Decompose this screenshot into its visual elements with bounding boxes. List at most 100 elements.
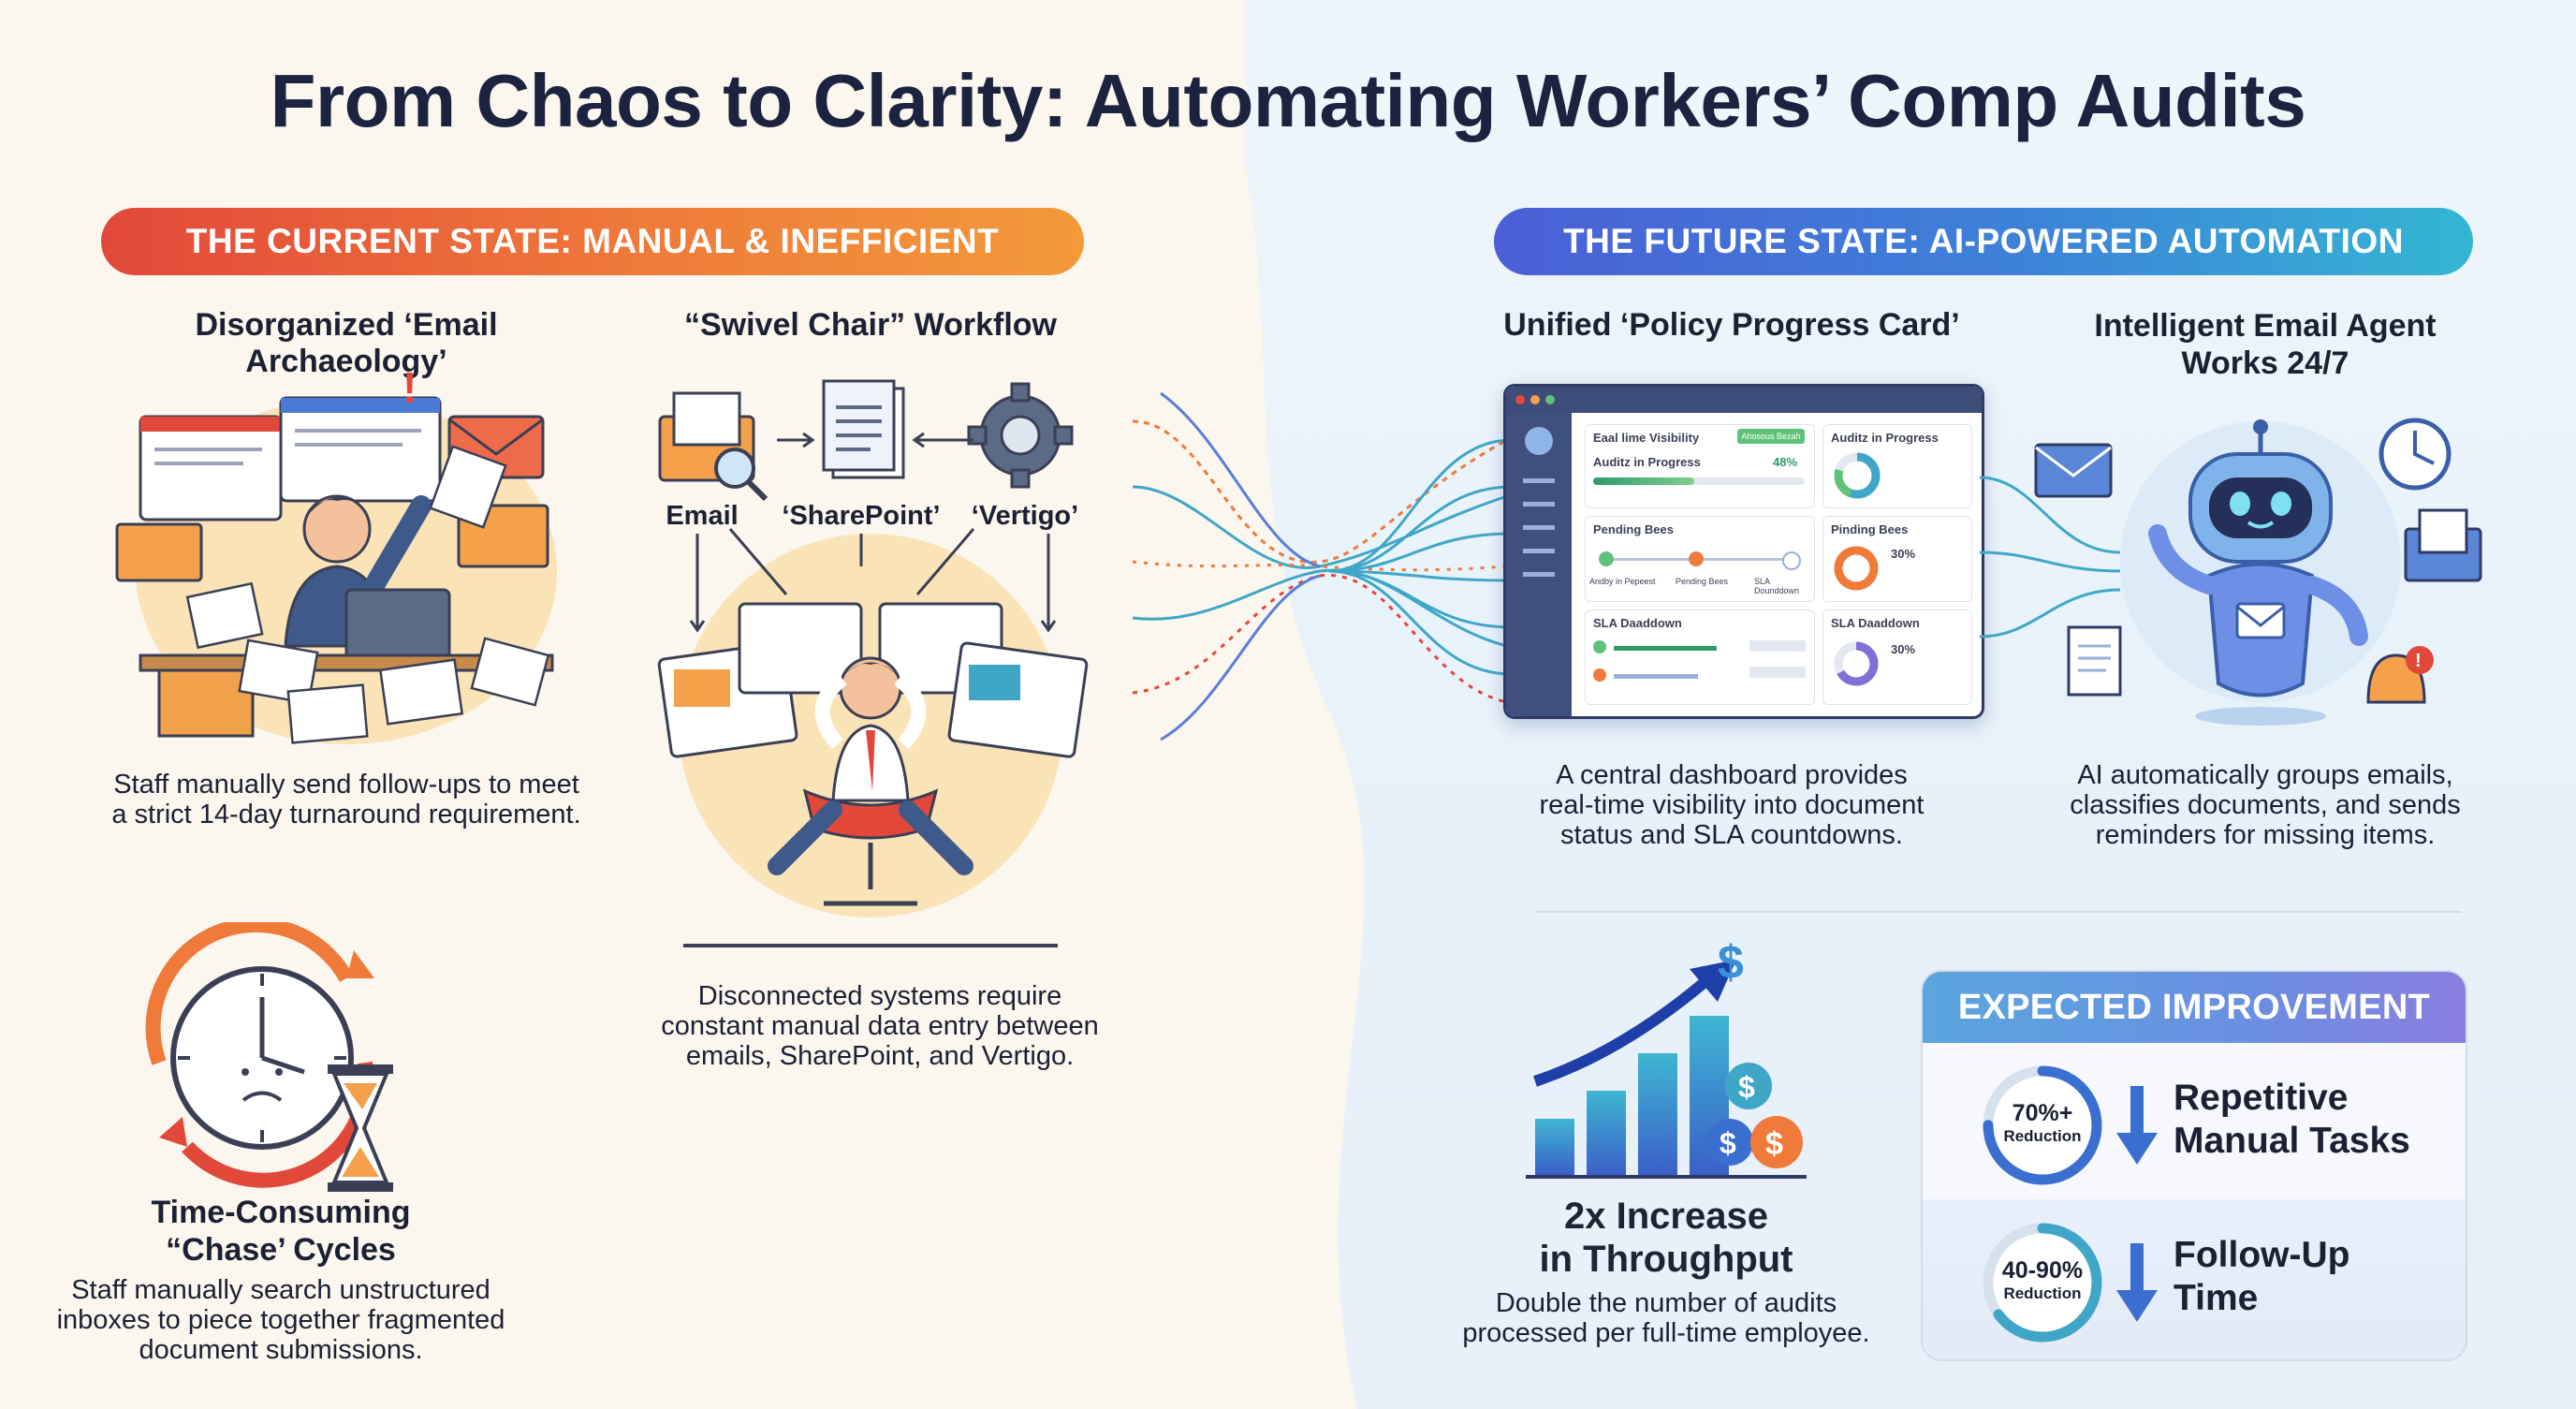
growth-bar xyxy=(1638,1053,1677,1175)
sla-bar xyxy=(1749,640,1806,652)
heading-line: Works 24/7 xyxy=(2181,345,2349,381)
sla-bar xyxy=(1614,674,1698,679)
pending-donut-panel: Pinding Bees 30% xyxy=(1822,516,1972,602)
email-archaeology-heading: Disorganized ‘Email Archaeology’ xyxy=(195,307,498,379)
coin-icon: $ xyxy=(1750,1116,1803,1168)
progress-fill xyxy=(1593,477,1695,485)
progress-track xyxy=(1593,477,1805,485)
reduction-value: 70%+ xyxy=(2012,1100,2073,1126)
vertigo-label: ‘Vertigo’ xyxy=(971,501,1079,531)
description-line: document submissions. xyxy=(139,1335,423,1365)
clock-icon xyxy=(2378,418,2452,491)
heading-line: Intelligent Email Agent xyxy=(2094,308,2437,344)
sidebar-item[interactable] xyxy=(1523,525,1555,530)
reduction-sub-label: Reduction xyxy=(2003,1127,2082,1145)
down-arrow-icon xyxy=(2116,1243,2158,1322)
improvement-label: Repetitive Manual Tasks xyxy=(2174,1077,2454,1163)
email-envelope-icon xyxy=(658,391,768,502)
throughput-chart-illustration: $ $ $ $ xyxy=(1526,941,1807,1179)
svg-text:!: ! xyxy=(2415,651,2422,671)
expected-improvement-card: EXPECTED IMPROVEMENT 70%+ Reduction Repe… xyxy=(1921,970,2467,1361)
description-line: Staff manually send follow-ups to meet xyxy=(113,770,579,800)
swivel-chair-heading: “Swivel Chair” Workflow xyxy=(683,307,1057,343)
donut-chart xyxy=(1834,546,1879,591)
coin-icon: $ xyxy=(1706,1119,1753,1166)
chase-cycles-description: Staff manually search unstructured inbox… xyxy=(47,1275,515,1365)
description-line: Staff manually search unstructured xyxy=(71,1275,490,1305)
expected-improvement-title: EXPECTED IMPROVEMENT xyxy=(1923,972,2466,1043)
audits-donut-panel: Auditz in Progress xyxy=(1822,424,1972,508)
panel-title: SLA Daaddown xyxy=(1831,616,1920,630)
heading-line: “Chase’ Cycles xyxy=(166,1232,396,1268)
sla-donut-panel: SLA Daaddown 30% xyxy=(1822,609,1972,705)
panel-row-label: Auditz in Progress xyxy=(1593,455,1701,469)
pending-steps-panel: Pending Bees Andby in Pepeest Pending Be… xyxy=(1585,516,1815,602)
sharepoint-document-icon xyxy=(822,379,905,479)
dashboard-titlebar xyxy=(1506,387,1982,413)
overwhelmed-worker-illustration: ! xyxy=(115,365,557,744)
sidebar-item[interactable] xyxy=(1523,549,1555,553)
heading-line: 2x Increase xyxy=(1564,1196,1768,1237)
donut-chart xyxy=(1834,452,1881,499)
svg-text:$: $ xyxy=(1718,941,1744,989)
mail-document-icon xyxy=(2404,508,2482,582)
sidebar-item[interactable] xyxy=(1523,572,1555,577)
window-minimize-dot[interactable] xyxy=(1530,395,1540,404)
email-archaeology-description: Staff manually send follow-ups to meet a… xyxy=(84,770,608,829)
current-state-banner: THE CURRENT STATE: MANUAL & INEFFICIENT xyxy=(101,208,1084,275)
reduction-sub-label: Reduction xyxy=(2003,1284,2082,1302)
step-dot xyxy=(1782,551,1801,570)
panel-title: Auditz in Progress xyxy=(1831,431,1939,445)
step-label: Pending Bees xyxy=(1676,577,1729,586)
description-line: constant manual data entry between xyxy=(661,1011,1099,1041)
description-line: reminders for missing items. xyxy=(2095,820,2436,850)
dashboard-sidebar xyxy=(1506,413,1572,716)
status-dot xyxy=(1593,668,1606,682)
sla-bar xyxy=(1614,646,1717,651)
hourglass-icon xyxy=(328,1064,393,1192)
description-line: real-time visibility into document xyxy=(1539,790,1925,820)
swivel-chair-illustration xyxy=(657,379,1089,947)
description-line: Double the number of audits xyxy=(1495,1288,1837,1318)
coin-icon: $ xyxy=(1725,1063,1772,1109)
description-line: AI automatically groups emails, xyxy=(2077,760,2453,790)
sla-bar xyxy=(1749,667,1806,678)
panel-percent: 30% xyxy=(1891,642,1916,656)
window-maximize-dot[interactable] xyxy=(1545,395,1555,404)
throughput-description: Double the number of audits processed pe… xyxy=(1432,1288,1900,1348)
envelope-icon xyxy=(2235,602,2286,639)
reduction-value: 40-90% xyxy=(2001,1257,2084,1284)
panel-title: Eaal lime Visibility xyxy=(1593,431,1700,445)
panel-title: SLA Daaddown xyxy=(1593,616,1682,630)
avatar[interactable] xyxy=(1525,427,1553,455)
sidebar-item[interactable] xyxy=(1523,478,1555,483)
description-line: classifies documents, and sends xyxy=(2070,790,2461,820)
status-badge: Ahosous Bezah xyxy=(1737,429,1805,444)
incoming-arrows xyxy=(1329,438,1513,676)
description-line: status and SLA countdowns. xyxy=(1560,820,1903,850)
robot-agent-illustration: ! xyxy=(1980,418,2482,726)
window-close-dot[interactable] xyxy=(1515,395,1525,404)
step-label: SLA Dounddown xyxy=(1754,577,1800,595)
status-dot xyxy=(1593,640,1606,653)
growth-bar xyxy=(1535,1119,1574,1175)
mail-icon xyxy=(2034,443,2113,498)
future-state-banner: THE FUTURE STATE: AI-POWERED AUTOMATION xyxy=(1494,208,2473,275)
description-line: inboxes to piece together fragmented xyxy=(56,1305,505,1335)
growth-bar xyxy=(1587,1091,1626,1175)
sharepoint-label: ‘SharePoint’ xyxy=(782,501,941,531)
email-label: Email xyxy=(666,501,739,531)
step-dot xyxy=(1689,551,1704,566)
svg-text:$: $ xyxy=(1765,1126,1783,1162)
panel-title: Pending Bees xyxy=(1593,522,1674,536)
email-agent-description: AI automatically groups emails, classifi… xyxy=(2012,760,2518,850)
description-line: emails, SharePoint, and Vertigo. xyxy=(685,1041,1075,1071)
label-line: Time xyxy=(2174,1278,2259,1318)
page-title: From Chaos to Clarity: Automating Worker… xyxy=(270,59,2306,142)
description-line: A central dashboard provides xyxy=(1556,760,1908,790)
document-icon xyxy=(2067,625,2122,697)
chase-cycles-heading: Time-Consuming “Chase’ Cycles xyxy=(84,1194,477,1269)
reduction-ring xyxy=(1983,1223,2102,1343)
swivel-chair-description: Disconnected systems require constant ma… xyxy=(637,981,1123,1071)
sidebar-item[interactable] xyxy=(1523,502,1555,506)
